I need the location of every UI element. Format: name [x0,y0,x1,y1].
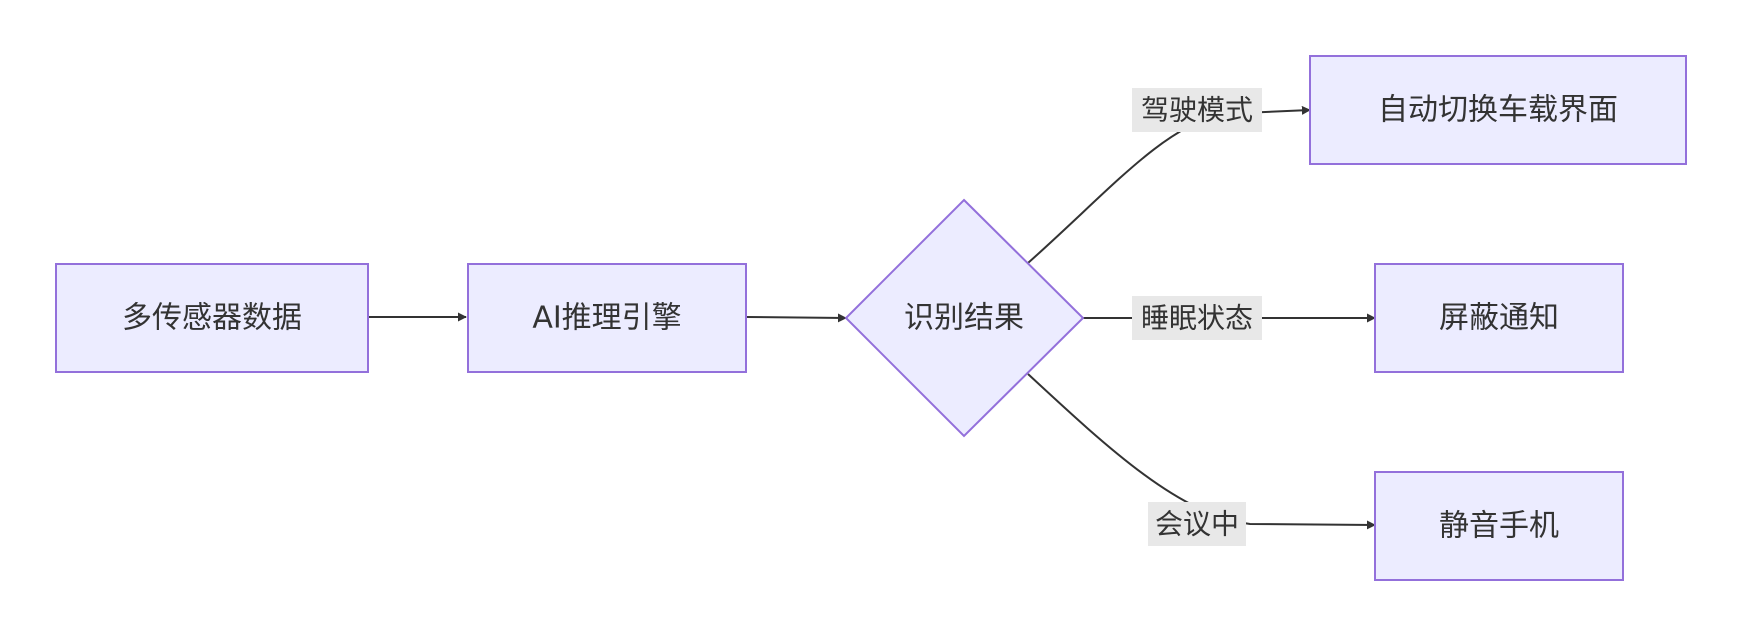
edge-label-driving-text: 驾驶模式 [1141,94,1253,127]
node-sensor: 多传感器数据 [55,263,369,373]
node-decision: 识别结果 [844,198,1085,438]
edge-label-sleeping-text: 睡眠状态 [1141,302,1253,335]
node-car-ui: 自动切换车载界面 [1309,55,1687,165]
node-engine: AI推理引擎 [467,263,747,373]
edge-label-driving: 驾驶模式 [1132,88,1262,132]
edge-label-meeting-text: 会议中 [1155,508,1239,541]
edge-decision-to-car-ui [1027,105,1311,264]
node-mute-phone: 静音手机 [1374,471,1624,581]
node-sensor-label: 多传感器数据 [122,301,302,336]
node-car-ui-label: 自动切换车载界面 [1378,93,1618,128]
node-engine-label: AI推理引擎 [532,301,681,336]
node-mute-phone-label: 静音手机 [1439,509,1559,544]
node-block-notify: 屏蔽通知 [1374,263,1624,373]
edge-engine-to-decision [745,313,847,323]
node-block-notify-label: 屏蔽通知 [1439,301,1559,336]
edge-label-meeting: 会议中 [1148,502,1246,546]
edge-label-sleeping: 睡眠状态 [1132,296,1262,340]
node-decision-label: 识别结果 [904,301,1024,336]
